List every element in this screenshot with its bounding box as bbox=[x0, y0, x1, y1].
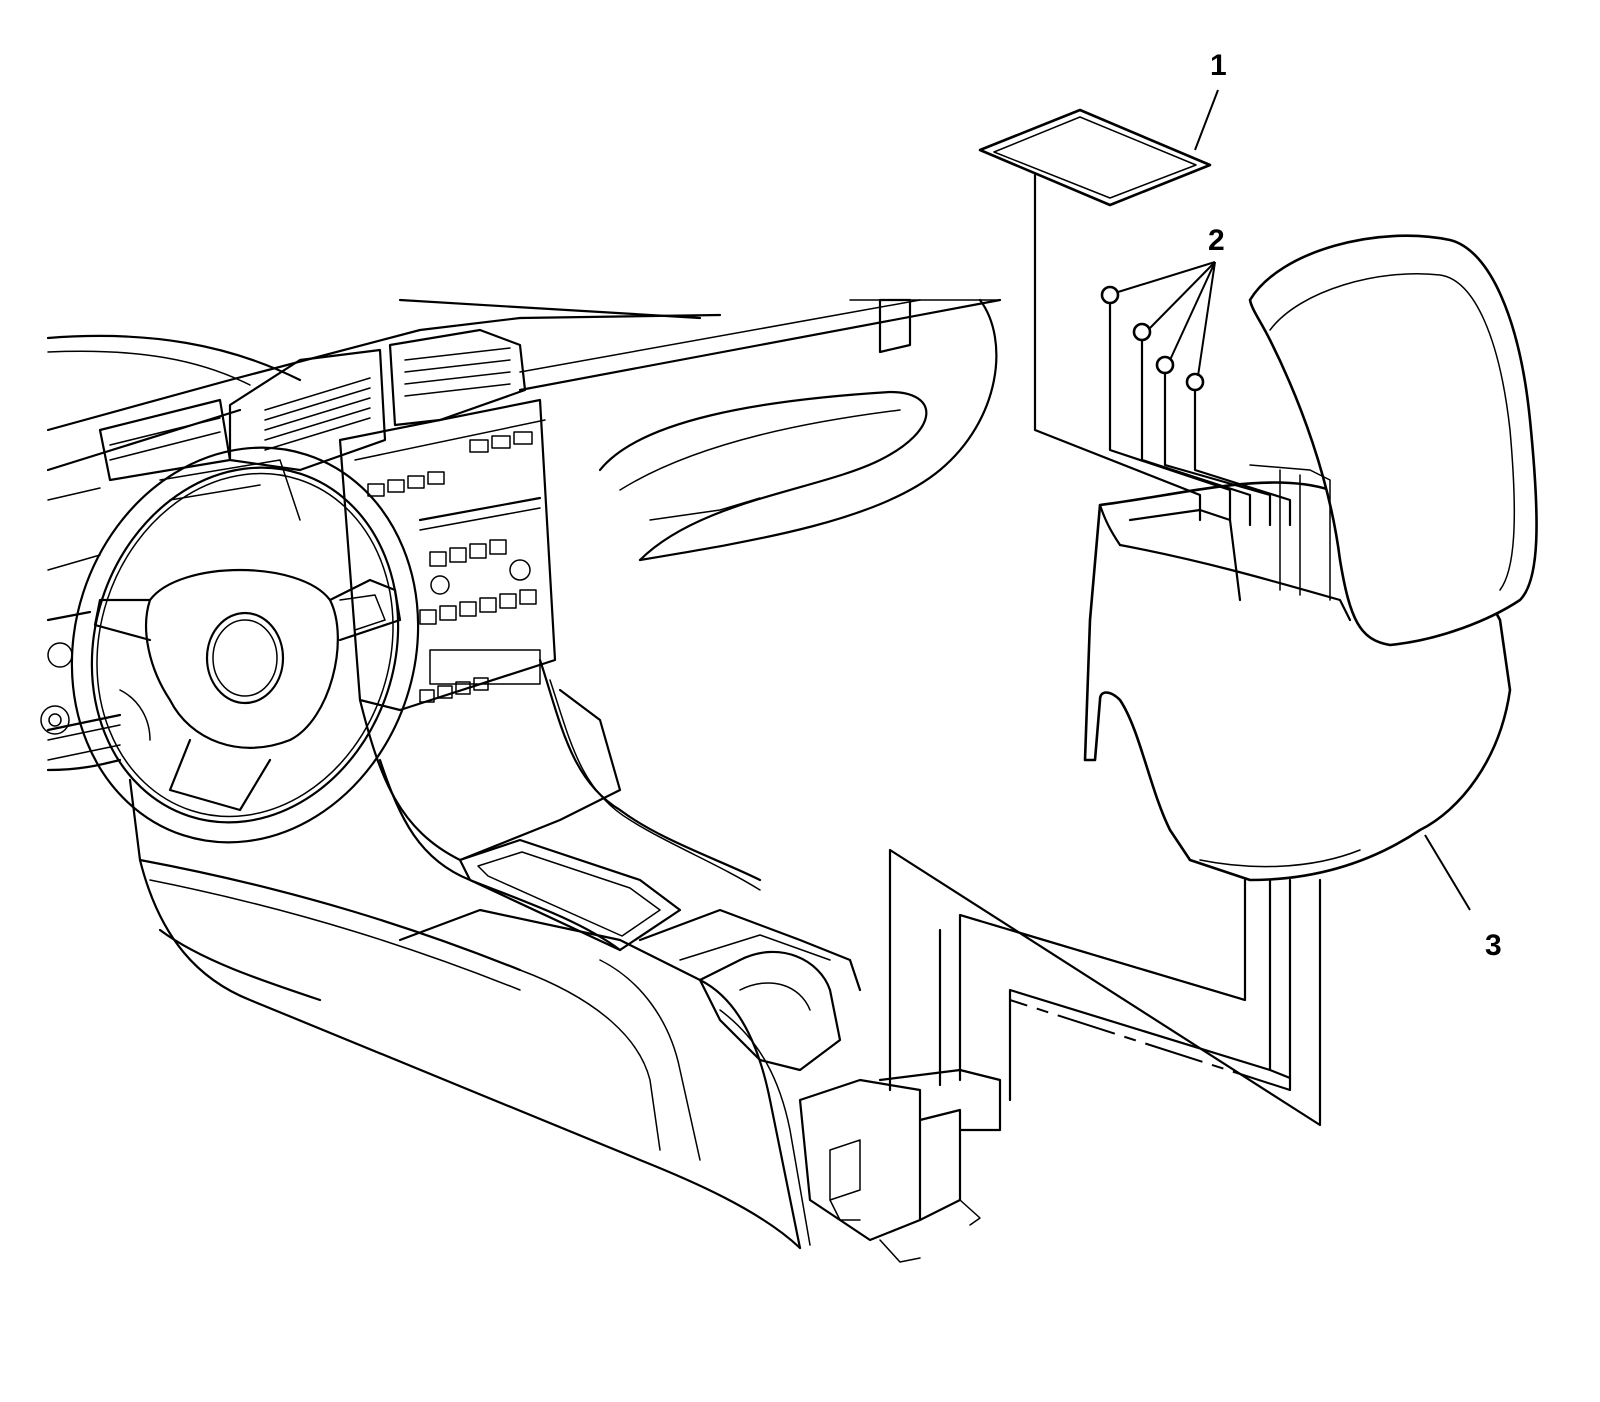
screw bbox=[1100, 285, 1120, 314]
instrument-panel bbox=[46, 298, 1002, 772]
center-stack bbox=[40, 328, 557, 735]
screw bbox=[1155, 355, 1175, 384]
screw bbox=[1185, 372, 1205, 401]
callout-2-label: 2 bbox=[1208, 224, 1225, 257]
cover bbox=[978, 108, 1212, 207]
callout-1: 1 bbox=[1194, 49, 1227, 151]
console-armrest bbox=[1083, 234, 1538, 882]
screw bbox=[1132, 322, 1152, 351]
screws bbox=[1100, 285, 1205, 401]
callout-3-label: 3 bbox=[1485, 929, 1502, 962]
floor-console bbox=[128, 658, 1002, 1263]
callout-3: 3 bbox=[1424, 834, 1502, 962]
callout-2: 2 bbox=[1117, 224, 1225, 377]
alignment-lines bbox=[888, 173, 1322, 1127]
callout-1-label: 1 bbox=[1210, 49, 1227, 82]
steering-wheel bbox=[70, 446, 420, 844]
